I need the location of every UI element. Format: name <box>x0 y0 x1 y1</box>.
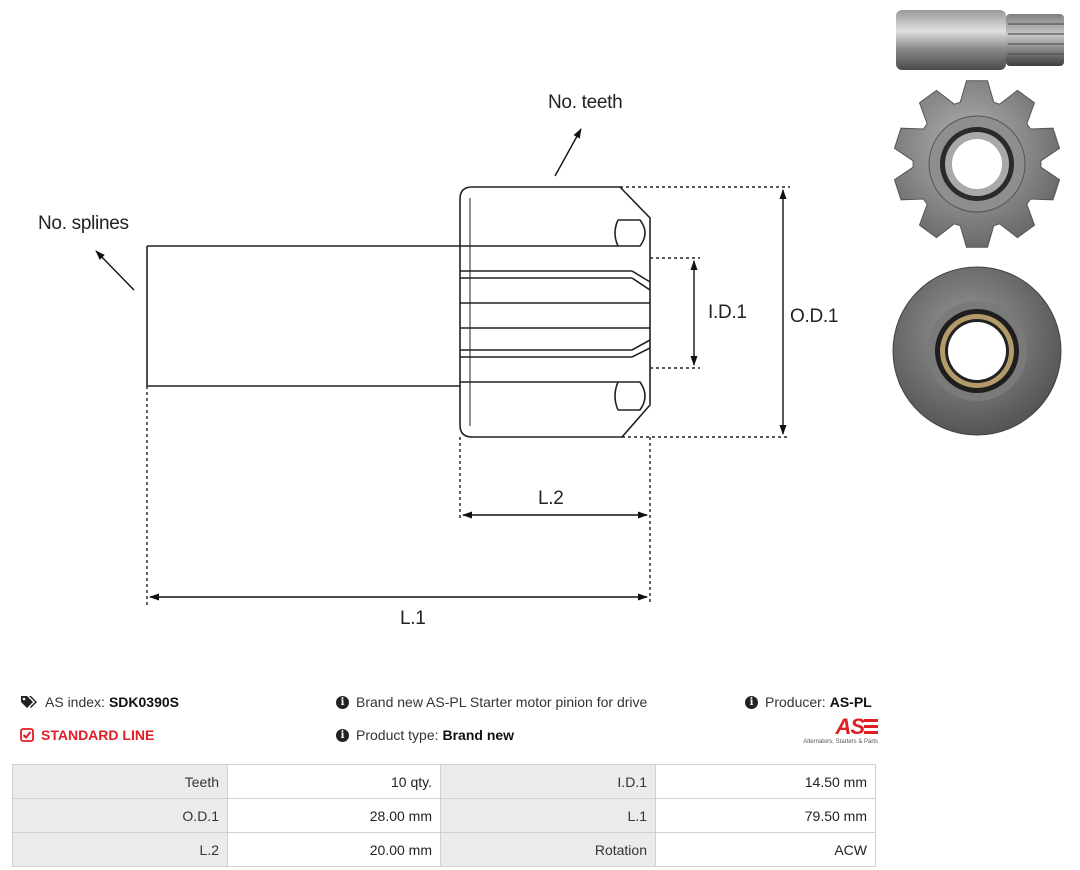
producer-value: AS-PL <box>829 694 872 710</box>
spec-label: Teeth <box>12 764 228 799</box>
pinion-outline <box>459 186 651 438</box>
description-text: Brand new AS-PL Starter motor pinion for… <box>356 694 648 710</box>
spec-label: L.2 <box>12 832 228 867</box>
label-l2: L.2 <box>538 488 564 509</box>
info-circle-icon: i <box>336 728 349 742</box>
spec-value: 20.00 mm <box>227 832 441 867</box>
check-square-icon <box>20 728 34 742</box>
product-description: i Brand new AS-PL Starter motor pinion f… <box>336 694 647 710</box>
as-index-label: AS index: <box>45 694 105 710</box>
product-type: i Product type: Brand new <box>336 727 514 743</box>
dimension-arrows <box>95 128 787 601</box>
spec-value: 10 qty. <box>227 764 441 799</box>
table-row: L.2 20.00 mm Rotation ACW <box>12 832 876 867</box>
table-row: Teeth 10 qty. I.D.1 14.50 mm <box>12 764 876 799</box>
shaft-outline <box>146 245 460 387</box>
standard-line-label: STANDARD LINE <box>41 727 155 743</box>
label-no-teeth: No. teeth <box>548 92 622 113</box>
spec-value: 14.50 mm <box>655 764 876 799</box>
spec-value: 28.00 mm <box>227 798 441 833</box>
product-photo-front <box>893 80 1061 248</box>
product-photo-back <box>892 266 1062 436</box>
label-id1: I.D.1 <box>708 302 747 323</box>
spec-value: 79.50 mm <box>655 798 876 833</box>
product-type-value: Brand new <box>442 727 515 743</box>
spec-table: Teeth 10 qty. I.D.1 14.50 mm O.D.1 28.00… <box>12 764 876 867</box>
as-index-value: SDK0390S <box>108 694 179 710</box>
producer: i Producer: AS-PL <box>745 694 872 710</box>
extension-lines <box>146 186 790 605</box>
label-l1: L.1 <box>400 608 426 629</box>
spec-label: Rotation <box>440 832 656 867</box>
logo-wordmark: AS <box>835 714 865 739</box>
pinion-dimension-diagram: No. teeth No. splines I.D.1 O.D.1 L.2 L.… <box>38 92 838 629</box>
as-pl-logo: AS Alternators, Starters & Parts <box>790 714 878 745</box>
spec-label: L.1 <box>440 798 656 833</box>
info-circle-icon: i <box>336 695 349 709</box>
table-row: O.D.1 28.00 mm L.1 79.50 mm <box>12 798 876 833</box>
info-circle-icon: i <box>745 695 758 709</box>
standard-line-badge: STANDARD LINE <box>20 727 154 743</box>
as-index: AS index: SDK0390S <box>20 694 179 710</box>
product-photo-side <box>896 10 1064 70</box>
spec-label: I.D.1 <box>440 764 656 799</box>
tags-icon <box>21 696 37 708</box>
label-od1: O.D.1 <box>790 306 838 327</box>
spec-label: O.D.1 <box>12 798 228 833</box>
product-type-label: Product type: <box>356 727 439 743</box>
label-no-splines: No. splines <box>38 213 129 234</box>
producer-label: Producer: <box>765 694 826 710</box>
spec-value: ACW <box>655 832 876 867</box>
logo-tagline: Alternators, Starters & Parts <box>803 739 878 745</box>
